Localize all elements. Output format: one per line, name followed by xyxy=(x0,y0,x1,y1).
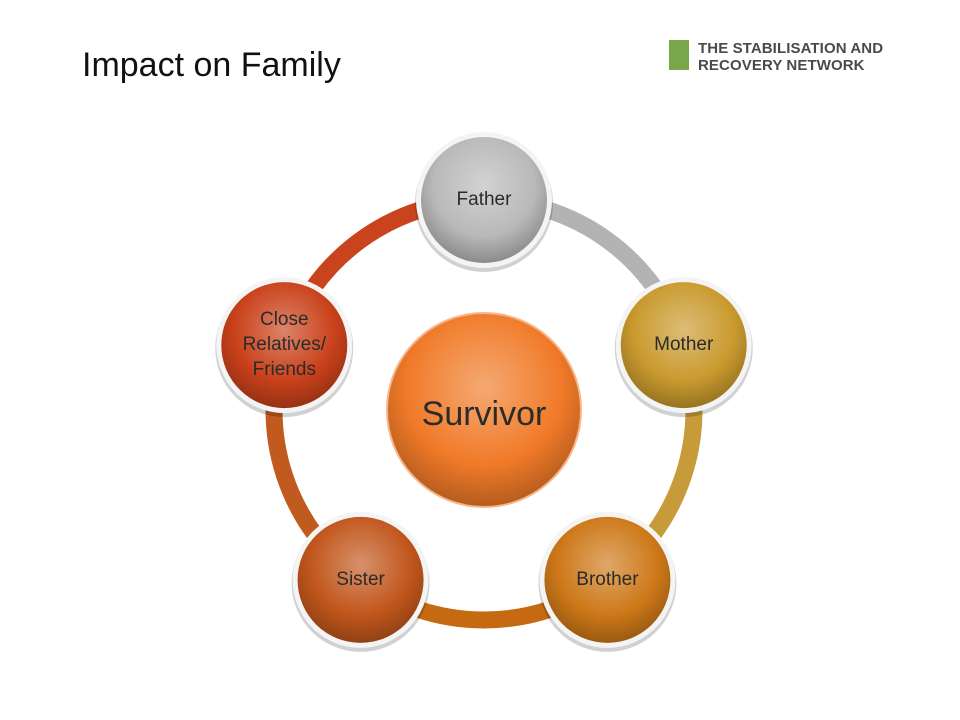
survivor-circle: Survivor xyxy=(385,311,583,509)
node-brother-disc xyxy=(544,516,671,643)
logo-line-1: THE STABILISATION AND xyxy=(698,40,884,57)
node-father-disc xyxy=(421,137,547,263)
logo-text: THE STABILISATION AND RECOVERY NETWORK xyxy=(698,40,883,74)
node-sister-disc xyxy=(297,516,424,643)
node-brother-label-line-1: Brother xyxy=(576,569,639,590)
organization-logo: THE STABILISATION AND RECOVERY NETWORK xyxy=(669,40,883,74)
page-title: Impact on Family xyxy=(82,46,341,84)
node-close-relatives-label-line-3: Friends xyxy=(253,359,316,380)
node-close-relatives-label-line-2: Relatives/ xyxy=(243,334,327,355)
node-father: Father xyxy=(415,132,553,272)
node-mother-label-line-1: Mother xyxy=(654,334,714,355)
logo-line-2: RECOVERY NETWORK xyxy=(698,57,865,74)
node-brother: Brother xyxy=(538,511,677,652)
node-mother-disc xyxy=(620,282,747,409)
node-mother: Mother xyxy=(614,277,753,418)
logo-mark xyxy=(669,40,689,70)
survivor-node: Survivor xyxy=(385,311,583,509)
node-close-relatives-label-line-1: Close xyxy=(260,309,309,330)
node-close-relatives-disc xyxy=(221,282,348,409)
node-sister: Sister xyxy=(291,511,430,652)
node-sister-label-line-1: Sister xyxy=(336,569,385,590)
node-father-label-line-1: Father xyxy=(457,189,513,210)
survivor-label: Survivor xyxy=(422,395,547,433)
